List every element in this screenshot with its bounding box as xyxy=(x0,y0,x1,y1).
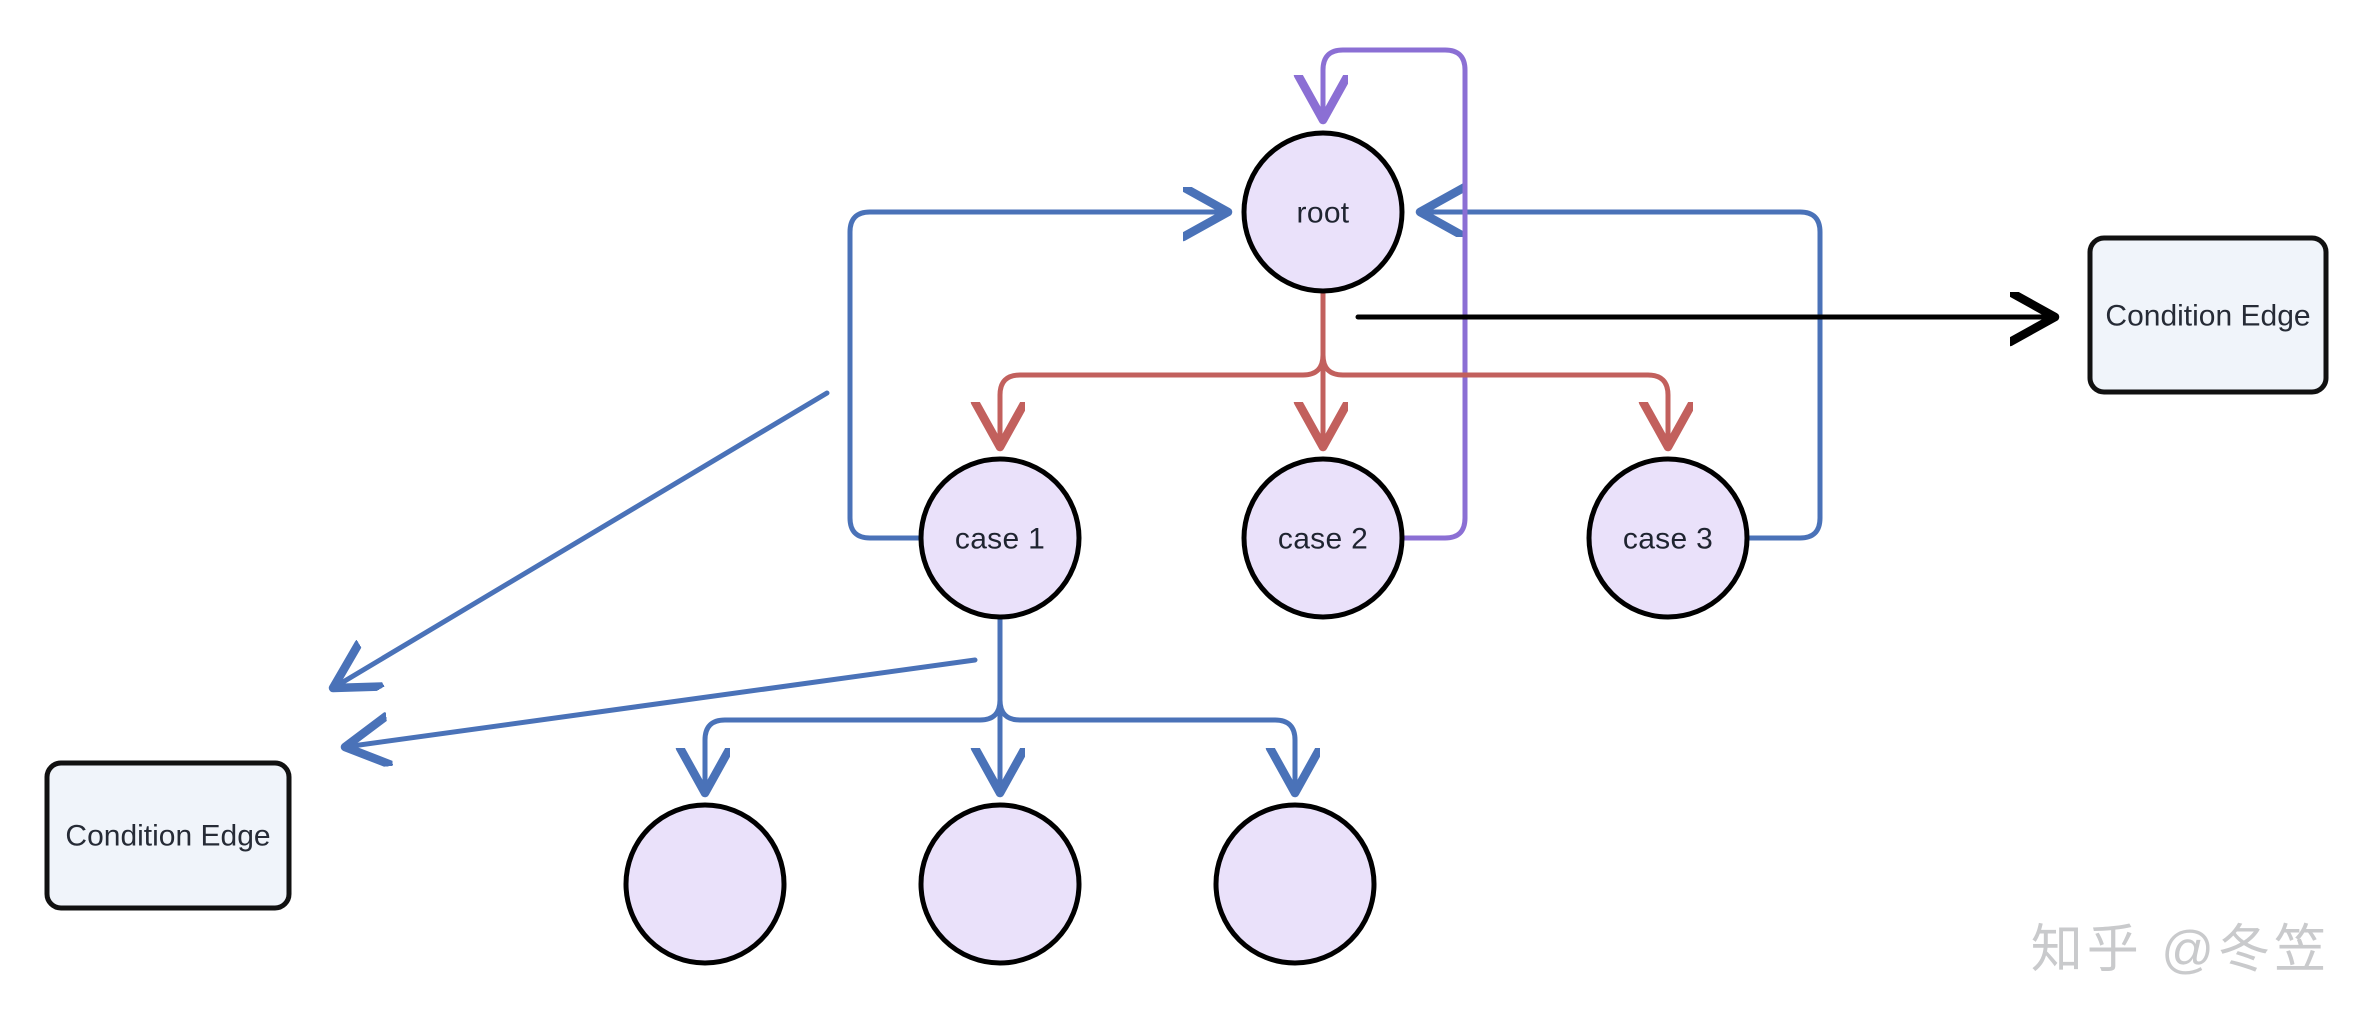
pointer-lower-left[interactable] xyxy=(345,657,978,747)
pointer-upper-left[interactable] xyxy=(333,390,830,688)
edge-case1-to-root[interactable] xyxy=(847,212,1228,541)
node-case2[interactable]: case 2 xyxy=(1241,456,1405,620)
edge-root-to-case1[interactable] xyxy=(1000,288,1326,447)
node-case3-circle[interactable] xyxy=(1586,456,1750,620)
watermark: 知乎 @冬笠 xyxy=(2030,921,2330,979)
edge-case3-to-root[interactable] xyxy=(1420,212,1823,541)
condition-edge-box-right-label: Condition Edge xyxy=(2105,300,2310,333)
node-case3-label: case 3 xyxy=(1623,523,1713,556)
condition-edge-box-left-label: Condition Edge xyxy=(65,820,270,853)
edge-layer xyxy=(333,47,2055,793)
node-case1-label: case 1 xyxy=(955,523,1045,556)
condition-edge-box-left-shape[interactable] xyxy=(44,760,292,911)
node-root-circle[interactable] xyxy=(1241,130,1405,294)
condition-edge-box-right[interactable]: Condition Edge xyxy=(2087,235,2329,395)
node-leaf1-circle[interactable] xyxy=(623,802,787,966)
node-case2-label: case 2 xyxy=(1278,523,1368,556)
edge-case2-to-root[interactable] xyxy=(1323,47,1468,541)
node-leaf1[interactable] xyxy=(623,802,787,966)
box-layer: Condition Edge Condition Edge xyxy=(44,235,2329,911)
node-case1-circle[interactable] xyxy=(918,456,1082,620)
node-leaf2-circle[interactable] xyxy=(918,802,1082,966)
node-layer: root case 1 case 2 case 3 xyxy=(623,130,1750,966)
node-leaf3[interactable] xyxy=(1213,802,1377,966)
node-leaf2[interactable] xyxy=(918,802,1082,966)
edge-case1-to-leaf1[interactable] xyxy=(705,614,1003,793)
node-leaf3-circle[interactable] xyxy=(1213,802,1377,966)
node-case3[interactable]: case 3 xyxy=(1586,456,1750,620)
node-case2-circle[interactable] xyxy=(1241,456,1405,620)
edge-case1-to-leaf3[interactable] xyxy=(997,614,1295,793)
node-case1[interactable]: case 1 xyxy=(918,456,1082,620)
node-root[interactable]: root xyxy=(1241,130,1405,294)
condition-edge-box-right-shape[interactable] xyxy=(2087,235,2329,395)
condition-edge-box-left[interactable]: Condition Edge xyxy=(44,760,292,911)
node-root-label: root xyxy=(1297,197,1350,230)
edge-root-to-case3[interactable] xyxy=(1320,288,1668,447)
